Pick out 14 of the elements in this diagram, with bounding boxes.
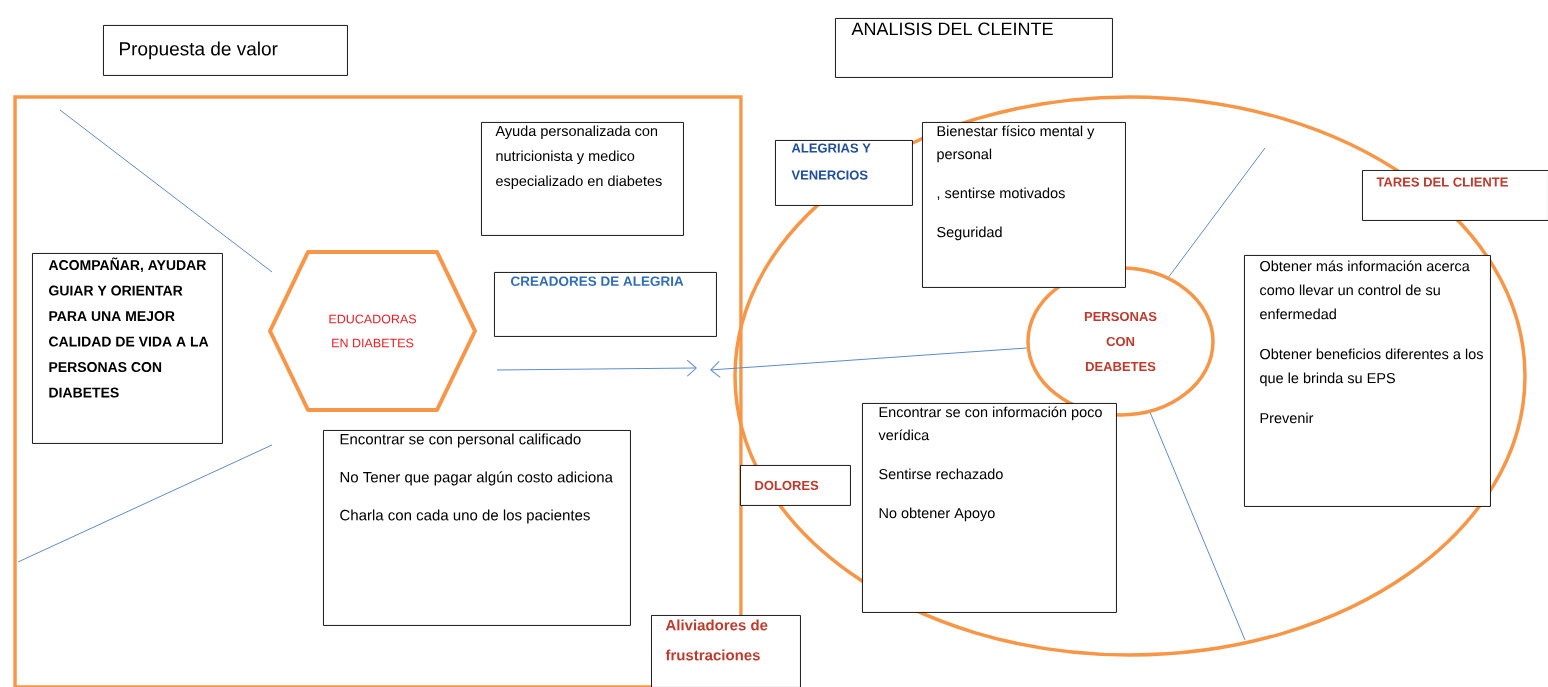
- node-label: TARES DEL CLIENTE: [1376, 177, 1508, 187]
- arrow: [496, 359, 697, 377]
- arrow: [710, 347, 1028, 378]
- text-box: Encontrar se con personal calificado No Tener que pagar algún costo adiciona Charla con cada uno de los pacientes: [323, 430, 631, 626]
- connector-line: [1149, 412, 1246, 641]
- heading-box: ANALISIS DEL CLEINTE: [835, 18, 1113, 78]
- heading-box: Propuesta de valor: [103, 25, 348, 76]
- label-box: CREADORES DE ALEGRIA: [494, 272, 717, 337]
- label-box: TARES DEL CLIENTE: [1362, 170, 1548, 221]
- text-box: ACOMPAÑAR, AYUDAR GUIAR Y ORIENTAR PARA UNA MEJOR CALIDAD DE VIDA A LA PERSONAS CON DIABETES: [32, 253, 223, 444]
- text-box: Ayuda personalizada con nutricionista y medico especializado en diabetes: [481, 122, 684, 236]
- label-box: Aliviadores de frustraciones: [651, 615, 801, 687]
- connector-line: [1168, 147, 1266, 278]
- label-box: ALEGRIAS Y VENERCIOS: [775, 140, 913, 206]
